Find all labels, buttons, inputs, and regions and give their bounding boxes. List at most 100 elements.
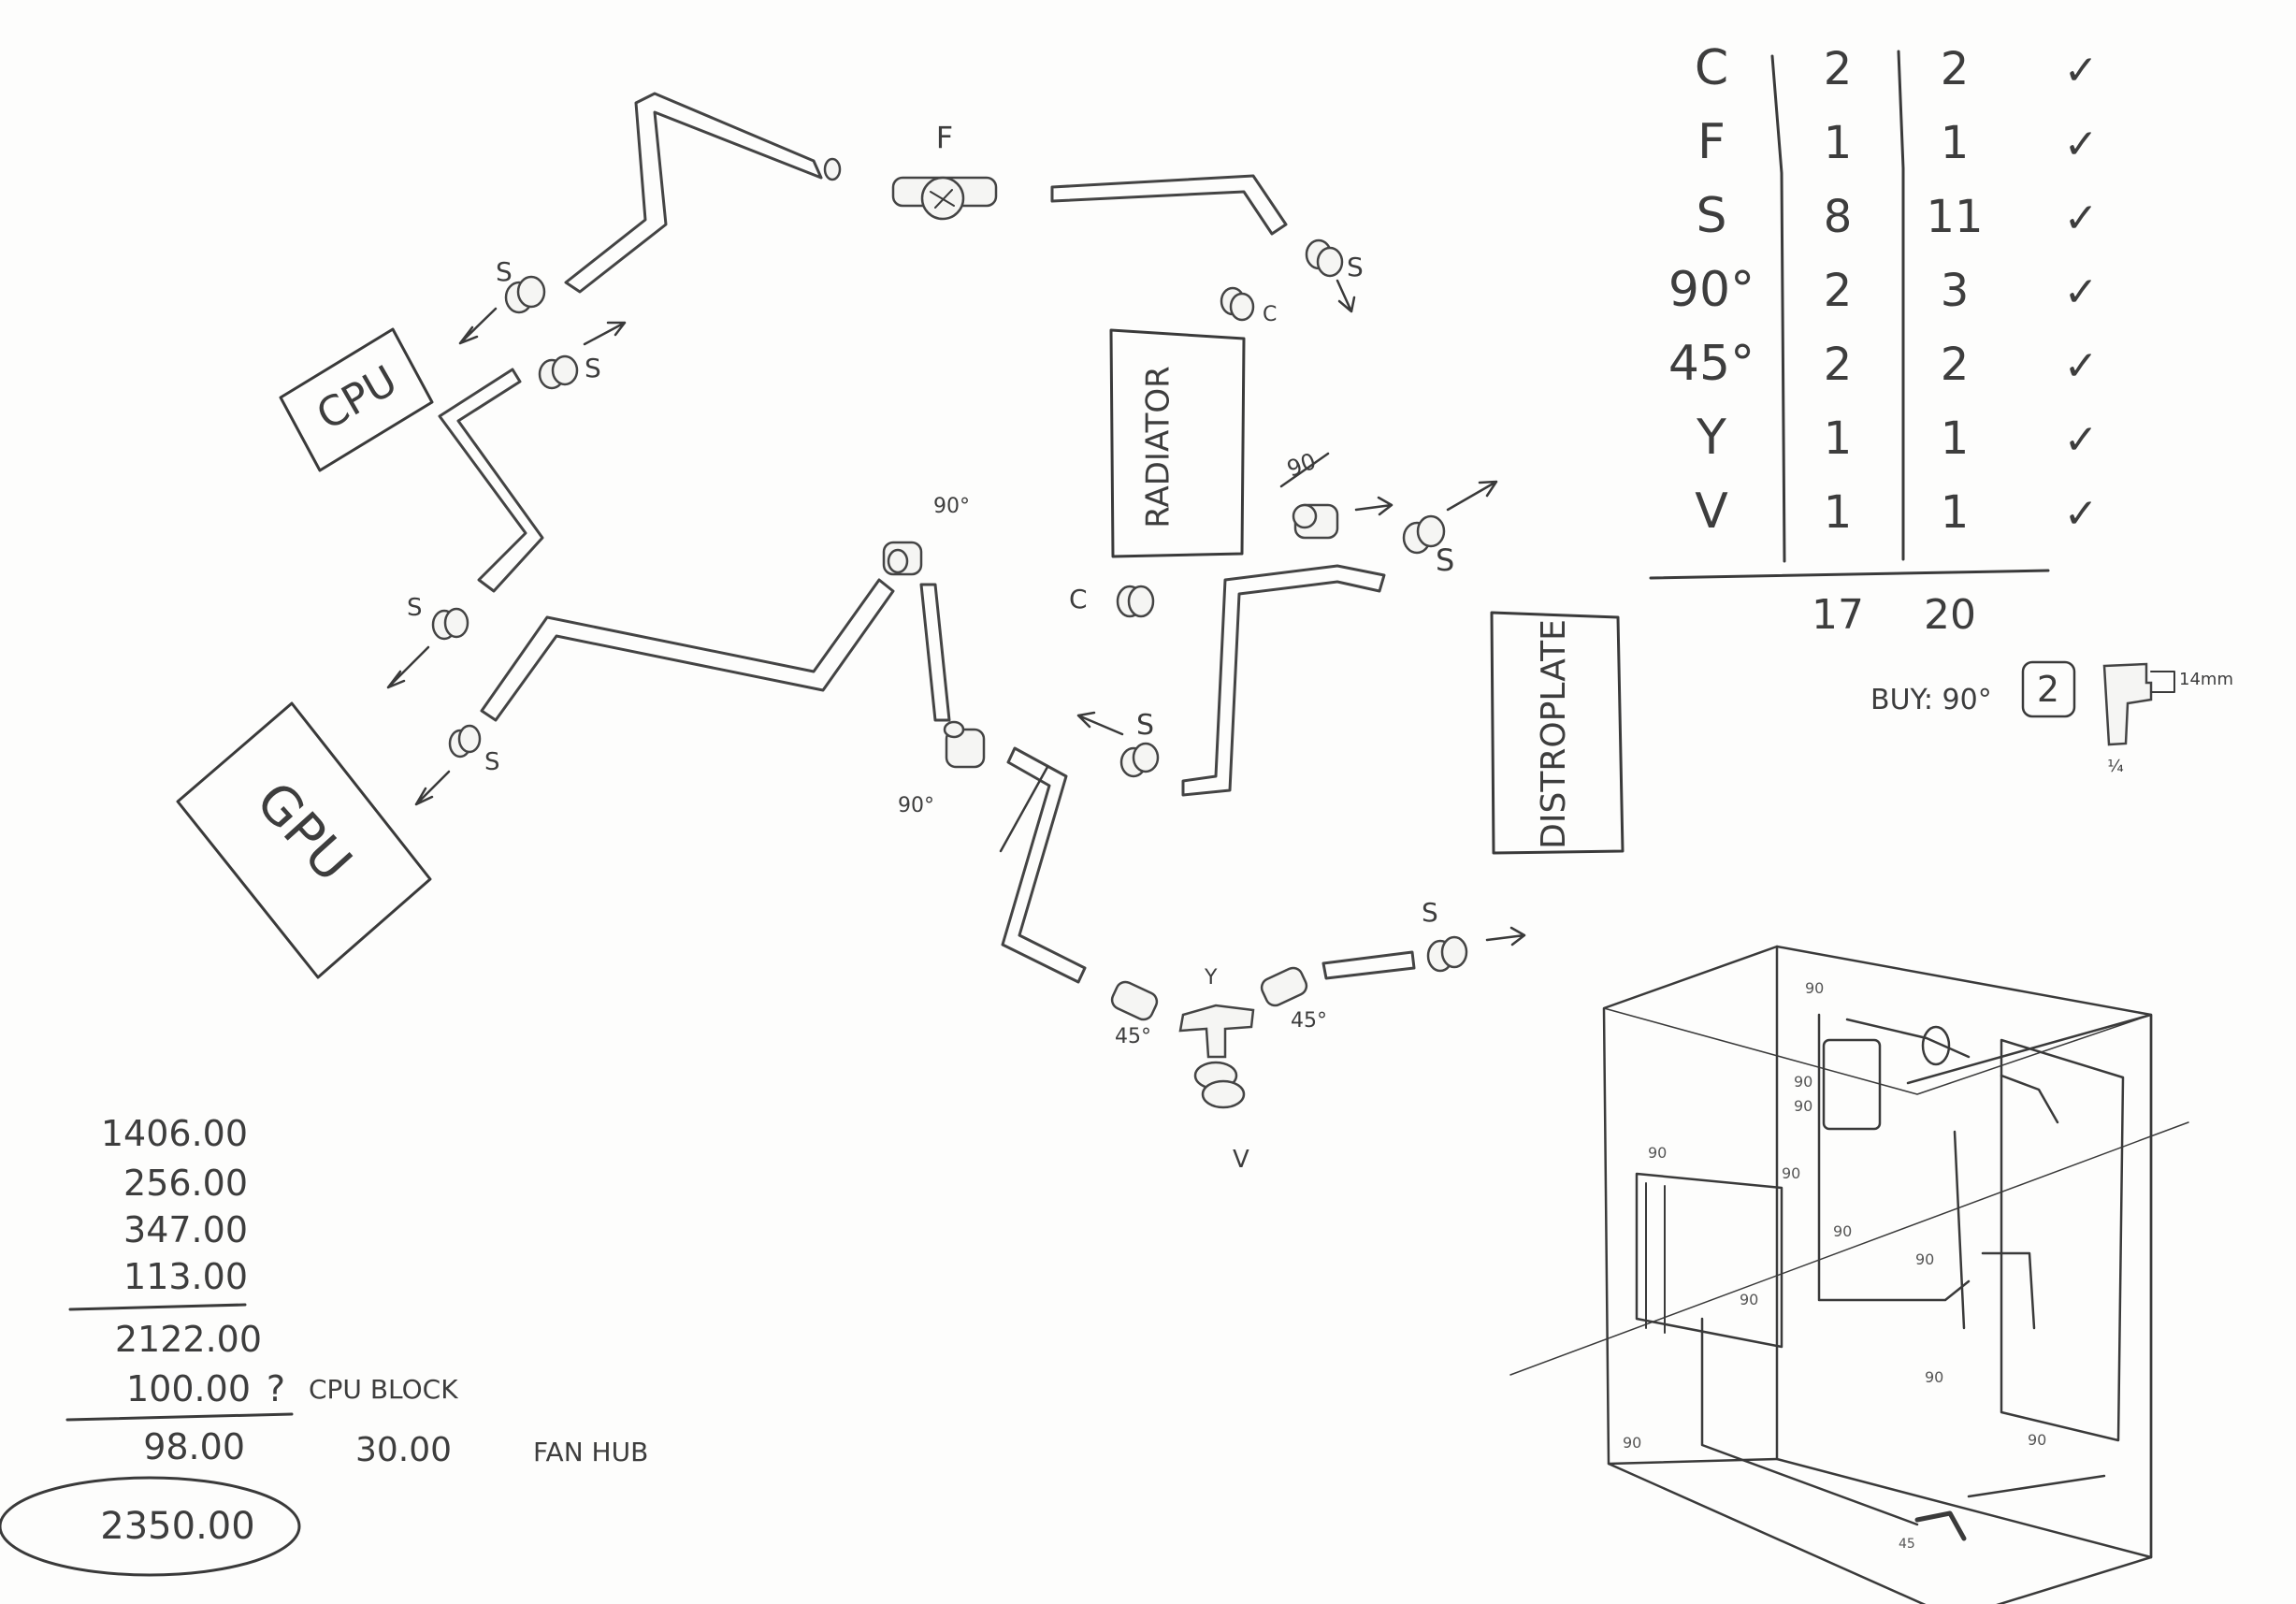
case-tube [1845, 1018, 1971, 1059]
cost-line: 347.00 [123, 1209, 248, 1250]
tube-fan-radiator [1050, 174, 1288, 236]
arrow [1354, 496, 1393, 516]
fitting-labels: S S S C C S S S S S 90° 90° 90 45° 45° Y… [407, 252, 1454, 1174]
fittings: F [431, 120, 1468, 1109]
case-label-90: 90 [1623, 1434, 1641, 1452]
table-divider [1897, 50, 1905, 561]
elbow-thread [2150, 671, 2175, 693]
label-90: 90° [898, 794, 934, 817]
cost-subtotal: 2122.00 [115, 1319, 262, 1360]
label-v: V [1233, 1146, 1249, 1174]
distroplate-block: DISTROPLATE [1490, 611, 1625, 855]
tube-runs [438, 92, 1416, 984]
tally-item: 45° [1668, 336, 1754, 392]
case-tube [1817, 1013, 1971, 1302]
compression-fitting [1220, 286, 1255, 322]
tally-item: S [1696, 188, 1726, 244]
table-divider [1770, 54, 1786, 563]
label-s: S [496, 256, 513, 287]
cpu-block-in-case [1822, 1038, 1882, 1131]
case-label-90: 90 [1833, 1222, 1852, 1240]
gpu-label: GPU [244, 771, 363, 893]
check-mark: ✓ [2064, 268, 2099, 316]
case-edge [1775, 945, 2153, 1559]
case-label-90: 90 [1782, 1164, 1800, 1182]
tube-radiator-return [1181, 564, 1386, 797]
tally-have: 1 [1941, 486, 1970, 539]
tally-need: 2 [1824, 43, 1853, 95]
straight-fitting [431, 607, 469, 641]
tally-need: 1 [1824, 117, 1853, 169]
label-s: S [1347, 252, 1364, 282]
tube-90-vertical [919, 583, 951, 722]
tally-have: 2 [1941, 339, 1970, 391]
strike-mark [1279, 452, 1330, 488]
straight-fitting [1119, 742, 1160, 778]
tube-gpu-90 [480, 578, 895, 722]
case-label-90: 90 [2028, 1431, 2046, 1449]
label-45: 45° [1115, 1025, 1151, 1048]
pump-in-case [1921, 1025, 1951, 1066]
buy-thread: ¼ [2107, 757, 2123, 776]
cost-remaining: 98.00 [143, 1426, 245, 1467]
total-circle [0, 1476, 301, 1577]
cost-grand-total: 2350.00 [100, 1505, 254, 1548]
tube-right [1321, 950, 1416, 980]
cpu-block-label: CPU BLOCK [309, 1374, 458, 1405]
tally-have: 3 [1941, 265, 1970, 317]
label-45: 45° [1291, 1009, 1327, 1033]
straight-fitting [538, 354, 579, 390]
case-floor [1607, 1457, 1779, 1466]
label-90-struck: 90 [1283, 448, 1319, 483]
elbow-90-fitting [882, 541, 923, 576]
elbow-45-fitting [1260, 966, 1308, 1007]
flow-arrows [386, 279, 1526, 947]
elbow-45-fitting [1110, 980, 1159, 1021]
tally-item: Y [1696, 410, 1726, 466]
distroplate-label: DISTROPLATE [1535, 619, 1573, 849]
y-fitting [1178, 1004, 1255, 1059]
case-label-90: 90 [1805, 979, 1824, 997]
check-mark: ✓ [2064, 342, 2099, 390]
tally-need: 1 [1824, 486, 1853, 539]
cpu-block: CPU [279, 327, 434, 472]
construction-line [1509, 1121, 2189, 1376]
tally-have: 2 [1941, 43, 1970, 95]
case-outline [1602, 945, 2153, 1604]
y-fitting-in-case [1914, 1510, 1967, 1541]
tally-need: 2 [1824, 265, 1853, 317]
check-mark: ✓ [2064, 195, 2099, 242]
cpu-block-amount: 100.00 [126, 1368, 251, 1409]
elbow-90-fitting [1292, 503, 1339, 540]
buy-note: BUY: 90° 2 14mm ¼ [1870, 660, 2233, 776]
tally-need: 8 [1824, 191, 1853, 243]
tally-need: 2 [1824, 339, 1853, 391]
radiator-in-case [1635, 1172, 1783, 1349]
cpu-block-mark: ? [267, 1368, 285, 1409]
straight-fitting [448, 724, 482, 759]
case-back [1906, 1013, 2153, 1559]
buy-label: BUY: 90° [1870, 684, 1992, 716]
total-need: 17 [1812, 591, 1864, 639]
sum-line [68, 1303, 247, 1311]
tally-have: 1 [1941, 117, 1970, 169]
fan-hub-label: FAN HUB [533, 1437, 648, 1467]
v-fitting [1193, 1061, 1246, 1109]
fan-label: F [936, 120, 953, 155]
arrow [583, 321, 627, 346]
case-label-45: 45 [1899, 1537, 1915, 1552]
total-have: 20 [1924, 591, 1976, 639]
tally-need: 1 [1824, 412, 1853, 465]
tally-item: 90° [1668, 262, 1754, 318]
case-tube [1953, 1130, 2036, 1330]
fan-fitting: F [891, 120, 998, 221]
table-total-line [1649, 569, 2050, 580]
buy-size: 14mm [2179, 670, 2233, 689]
cost-line: 256.00 [123, 1163, 248, 1204]
gpu-block: GPU [176, 701, 432, 979]
label-s: S [585, 353, 601, 383]
elbow-drawing [2102, 662, 2153, 746]
radiator-label: RADIATOR [1140, 366, 1177, 528]
